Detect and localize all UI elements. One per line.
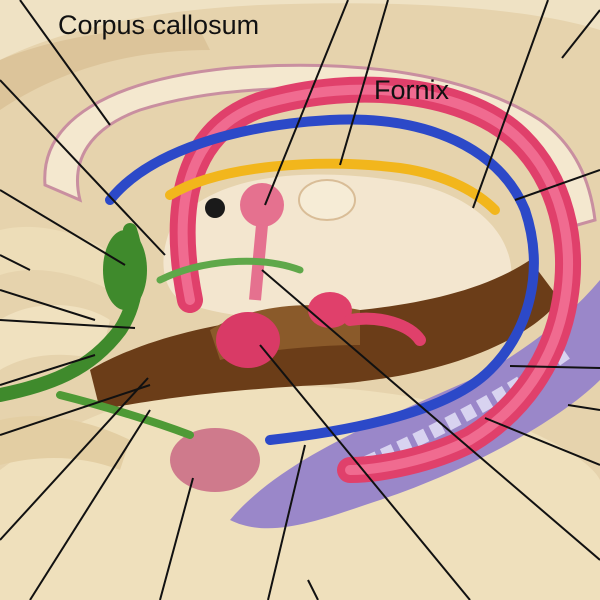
green-bulb [103, 230, 147, 310]
leader-line [261, 269, 600, 561]
leader-line [0, 384, 151, 436]
leader-line [0, 289, 96, 321]
amygdala [170, 428, 260, 492]
mammillary-body [216, 312, 280, 368]
leader-line [259, 344, 471, 600]
hippocampus [230, 280, 600, 529]
leader-line [339, 0, 389, 166]
fornix-label: Fornix [374, 75, 450, 105]
leader-line [472, 0, 549, 209]
leader-line [19, 0, 111, 126]
leader-line [0, 354, 96, 386]
pink-branch [344, 312, 426, 346]
leader-line [484, 417, 600, 466]
outer-cortex [0, 0, 600, 60]
leader-line [514, 169, 600, 201]
yellow-tract [165, 158, 500, 215]
leader-line [561, 9, 600, 59]
gyrus-left-upper [0, 226, 120, 290]
leader-line [567, 404, 600, 411]
leader-line [509, 365, 600, 369]
leader-line [264, 0, 349, 206]
fornix-highlight [177, 84, 573, 475]
leader-line [0, 319, 136, 329]
pink-node-upper [240, 183, 284, 227]
green-tract-branch [56, 391, 194, 439]
blue-tract [105, 114, 539, 445]
thalamus-nucleus [298, 179, 356, 221]
leader-line [0, 79, 166, 256]
leader-line [29, 409, 151, 600]
leader-line [267, 444, 306, 600]
green-tract-upper [156, 257, 304, 284]
cortex-fold [0, 28, 210, 110]
leader-line [0, 377, 149, 541]
dark-spot [205, 198, 225, 218]
leader-line [159, 477, 194, 600]
leader-line [0, 189, 126, 266]
leader-line [0, 254, 31, 271]
leader-line [307, 579, 319, 600]
corpus-callosum-label: Corpus callosum [58, 10, 260, 40]
gyrus-temporal [0, 416, 130, 470]
